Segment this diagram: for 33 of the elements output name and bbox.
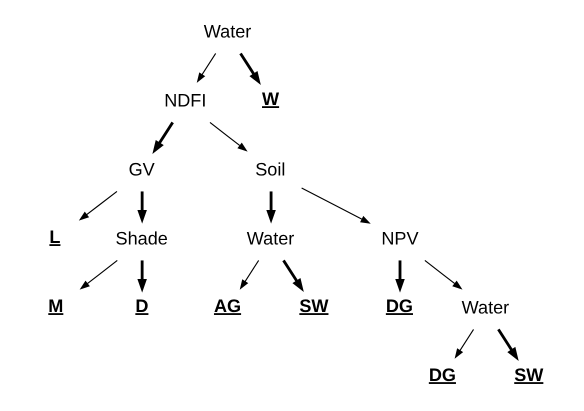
arrow xyxy=(137,191,147,224)
node-text: NDFI xyxy=(164,90,206,110)
node-text: Shade xyxy=(116,228,168,248)
node-text: M xyxy=(48,296,64,316)
node-text: SW xyxy=(514,365,544,386)
arrow xyxy=(395,260,405,293)
node-text: DG xyxy=(428,365,456,386)
node-text: Soil xyxy=(255,159,286,180)
arrow xyxy=(152,122,174,154)
arrow xyxy=(424,260,463,290)
node-text: W xyxy=(262,89,280,110)
arrow xyxy=(301,187,371,224)
arrow xyxy=(497,328,519,361)
node-text: L xyxy=(49,227,60,248)
arrow xyxy=(80,260,118,290)
node-text: SW xyxy=(299,296,328,316)
node-text: Water xyxy=(204,21,252,42)
arrow xyxy=(239,52,261,85)
node-text: DG xyxy=(386,296,413,316)
node-text: AG xyxy=(214,296,242,316)
arrow xyxy=(196,53,216,83)
arrow xyxy=(137,260,147,293)
arrow xyxy=(266,191,276,224)
node-text: GV xyxy=(128,159,155,180)
arrow xyxy=(210,122,248,152)
arrow xyxy=(454,329,474,359)
node-text: D xyxy=(135,296,148,316)
arrow xyxy=(78,191,118,221)
node-text: NPV xyxy=(381,228,419,248)
arrow xyxy=(240,260,260,290)
node-text: Water xyxy=(246,228,294,248)
node-text: Water xyxy=(462,297,510,318)
arrow xyxy=(282,260,304,292)
